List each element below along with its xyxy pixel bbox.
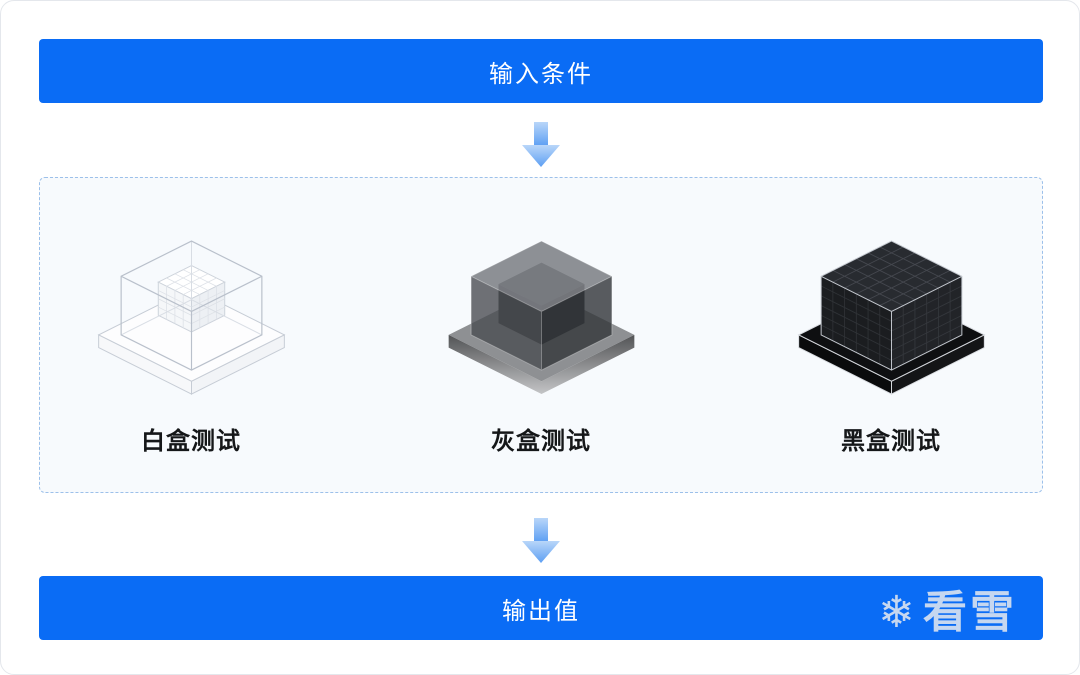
snowflake-icon: ❄ bbox=[878, 588, 915, 638]
down-arrow-icon bbox=[522, 518, 560, 563]
input-condition-banner: 输入条件 bbox=[39, 39, 1043, 103]
watermark-text: 看雪 bbox=[923, 588, 1017, 637]
white-box-cube-icon bbox=[97, 240, 285, 395]
watermark: ❄ 看雪 bbox=[878, 587, 1017, 640]
gray-box-label: 灰盒测试 bbox=[491, 428, 591, 455]
output-value-banner: 输出值 bbox=[39, 576, 1043, 640]
test-item-white-box: 白盒测试 bbox=[61, 213, 321, 456]
white-box-label: 白盒测试 bbox=[141, 428, 241, 455]
output-value-label: 输出值 bbox=[502, 597, 580, 625]
gray-box-cube-icon bbox=[448, 240, 634, 395]
test-item-black-box: 黑盒测试 bbox=[761, 213, 1021, 456]
test-item-gray-box: 灰盒测试 bbox=[411, 213, 671, 456]
black-box-cube-icon bbox=[797, 240, 985, 395]
input-condition-label: 输入条件 bbox=[489, 60, 593, 88]
black-box-label: 黑盒测试 bbox=[841, 428, 941, 455]
down-arrow-icon bbox=[522, 122, 560, 167]
